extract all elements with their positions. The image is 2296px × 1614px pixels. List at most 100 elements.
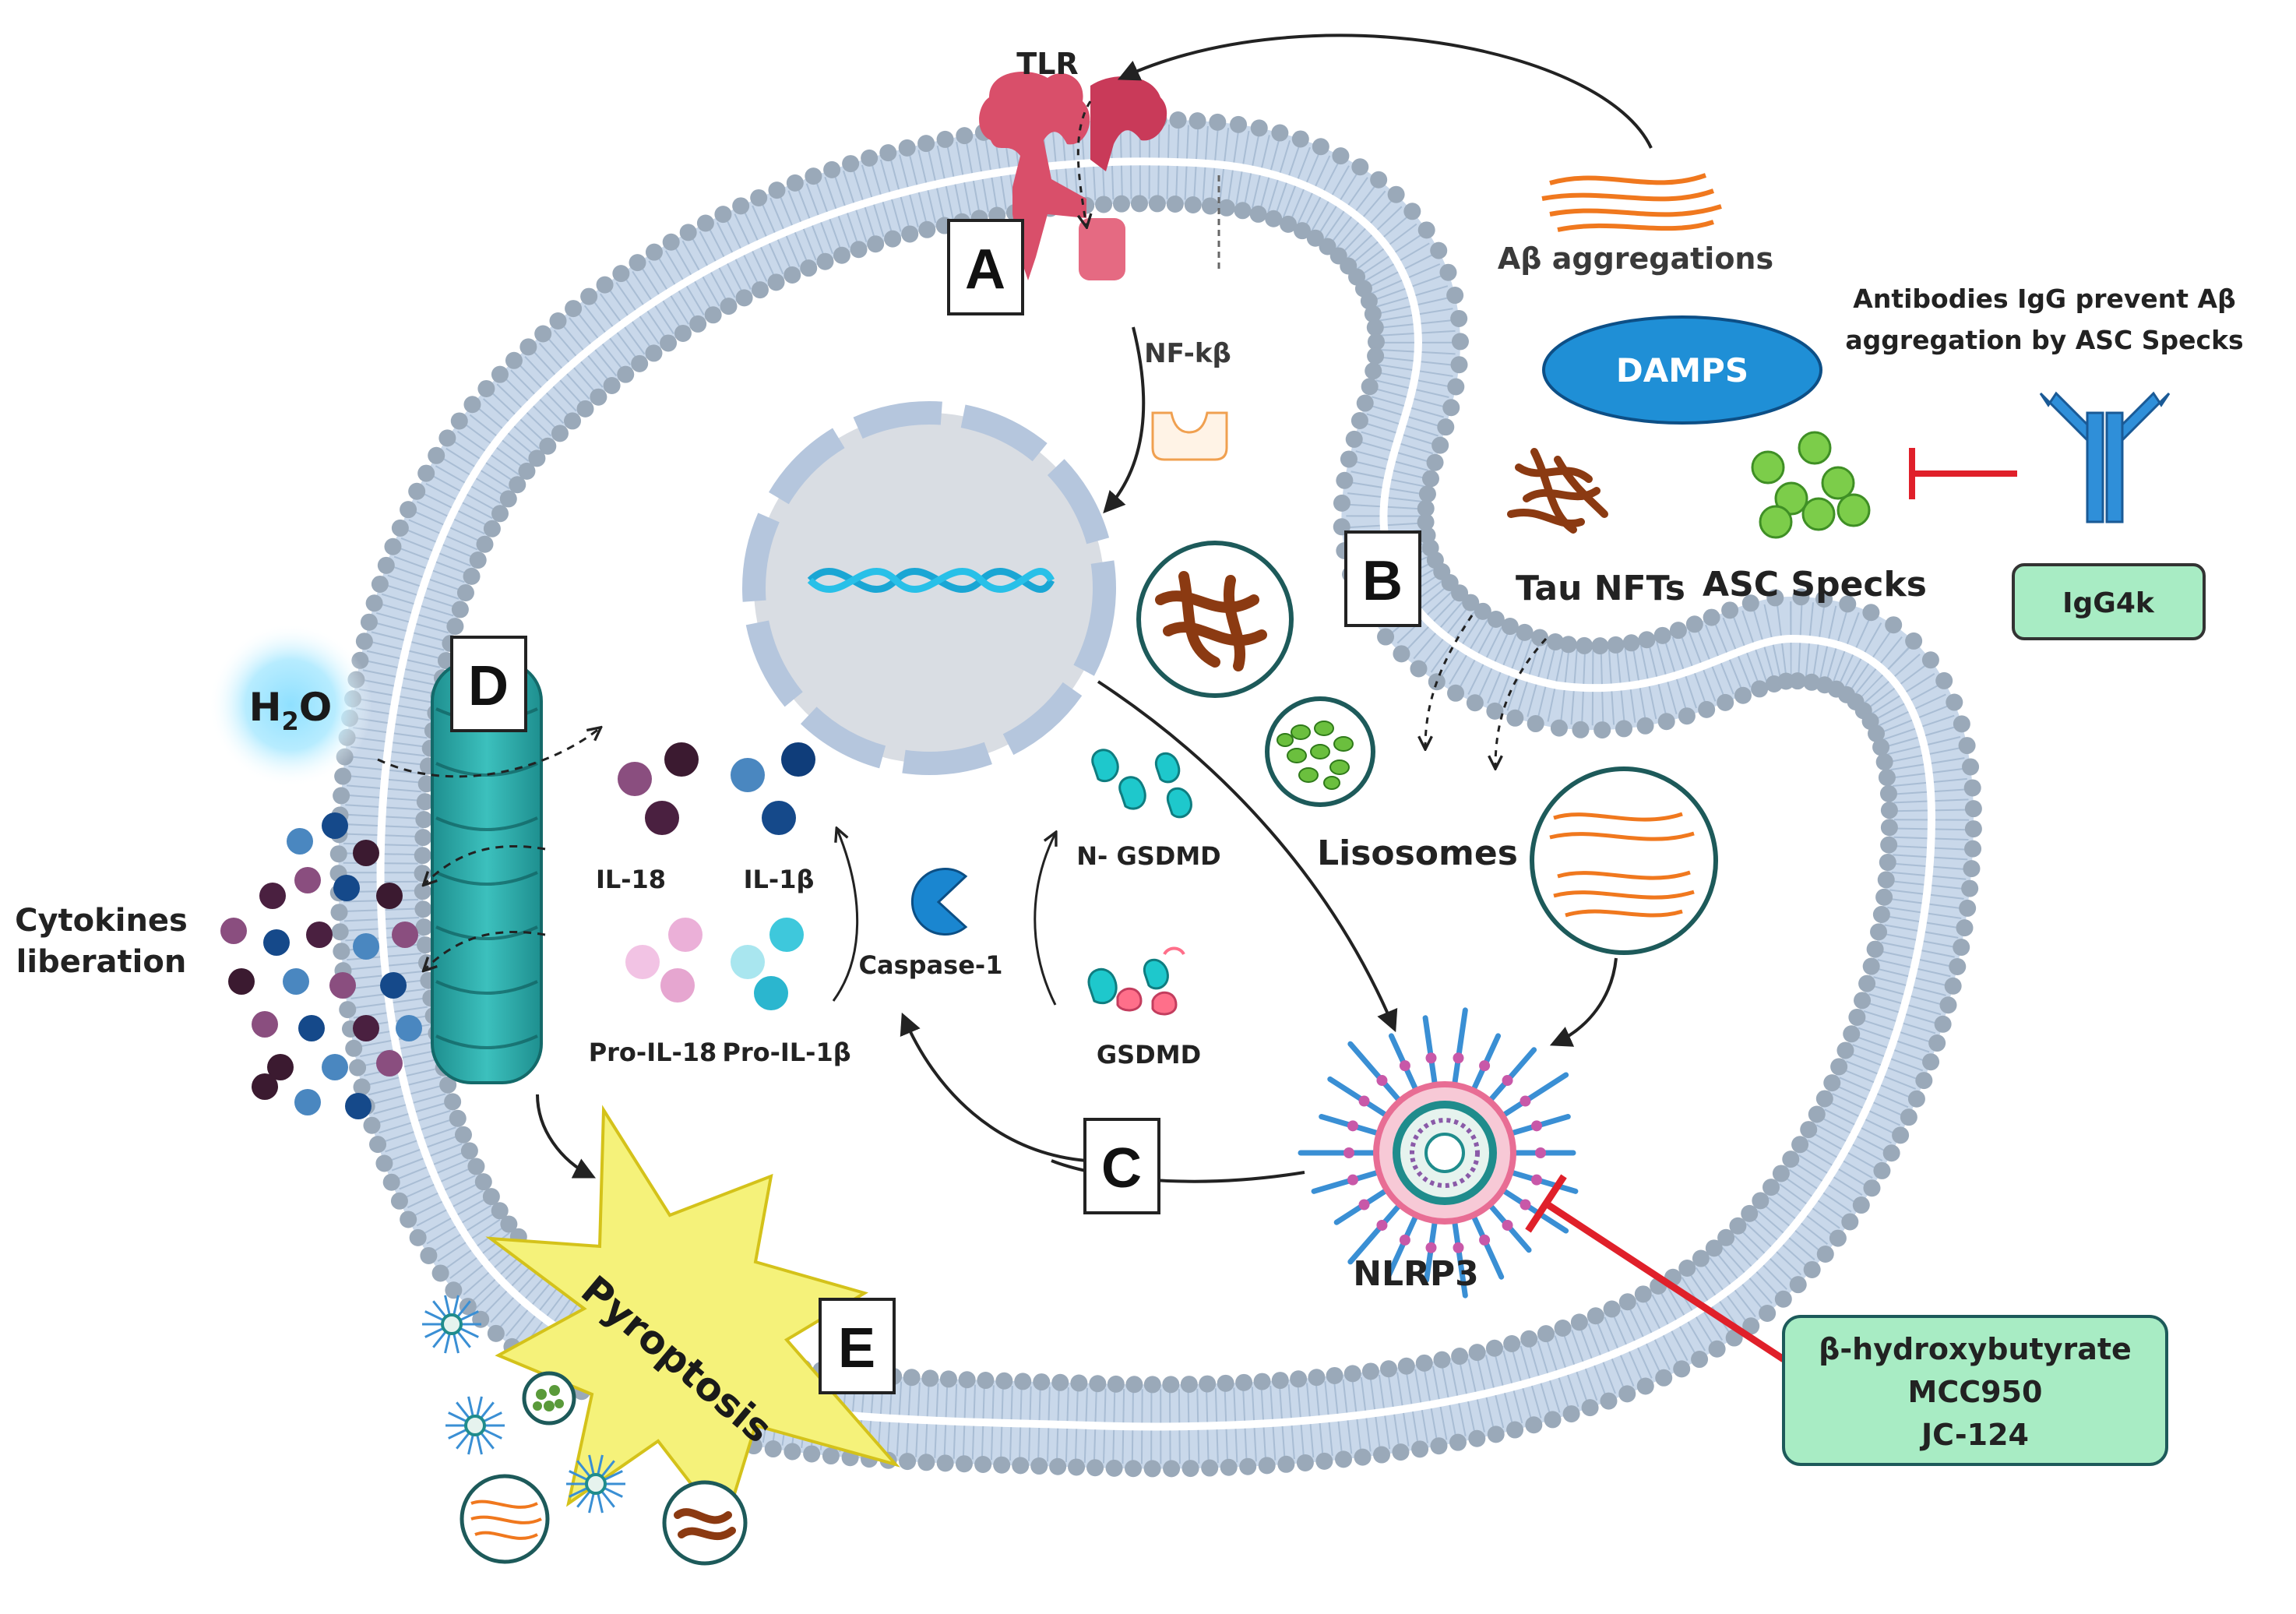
nlrp3-dot: [1425, 1242, 1437, 1253]
membrane-head: [720, 298, 738, 315]
membrane-head: [1803, 673, 1821, 691]
membrane-head: [1451, 333, 1469, 351]
svg-text:A: A: [965, 238, 1005, 301]
membrane-head: [1163, 1460, 1181, 1478]
nlrp3-dot: [1520, 1199, 1531, 1210]
membrane-head: [1437, 418, 1455, 436]
cytokine-efflux-arrow-2: [424, 930, 546, 970]
membrane-head: [1217, 1374, 1234, 1392]
membrane-head: [764, 1440, 782, 1458]
membrane-head: [939, 1370, 957, 1388]
debris-core: [441, 1313, 463, 1335]
svg-text:D: D: [468, 655, 509, 717]
membrane-head: [1340, 450, 1358, 468]
membrane-head: [1823, 1074, 1841, 1092]
membrane-head: [1527, 715, 1544, 733]
debris-spike: [467, 1433, 475, 1455]
membrane-head: [1607, 636, 1625, 654]
membrane-head: [977, 1372, 995, 1390]
membrane-head: [1653, 626, 1671, 644]
membrane-head: [1370, 171, 1388, 189]
membrane-head: [1762, 1179, 1780, 1196]
membrane-head: [1669, 622, 1687, 640]
membrane-head: [1105, 1459, 1123, 1477]
membrane-head: [1367, 347, 1385, 365]
membrane-head: [1377, 628, 1395, 646]
membrane-head: [1875, 753, 1893, 771]
membrane-head: [1487, 1425, 1505, 1443]
membrane-head: [1734, 686, 1752, 704]
cytokine-molecule: [263, 929, 290, 956]
debris-spike: [600, 1460, 615, 1479]
membrane-head: [1112, 195, 1130, 213]
membrane-head: [1618, 1385, 1636, 1403]
pro-il1b-label: Pro-IL-1β: [722, 1038, 850, 1067]
nucleus-to-nlrp3-arrow: [1097, 680, 1398, 1033]
membrane-head: [901, 225, 919, 243]
membrane-head: [1816, 1246, 1834, 1263]
membrane-head: [463, 396, 481, 414]
nlrp3-dot: [1376, 1075, 1388, 1087]
membrane-head: [1230, 115, 1248, 133]
debris-spike: [452, 1295, 460, 1317]
membrane-head: [645, 243, 663, 261]
membrane-head: [400, 1210, 417, 1228]
membrane-head: [1751, 680, 1769, 698]
membrane-head: [1271, 124, 1289, 142]
membrane-head: [1451, 1348, 1469, 1366]
membrane-head: [1181, 1460, 1199, 1478]
membrane-head: [1351, 158, 1369, 176]
membrane-head: [417, 936, 435, 954]
membrane-head: [377, 556, 395, 574]
membrane-head: [414, 829, 432, 847]
membrane-head: [1815, 1090, 1833, 1108]
membrane-head: [1468, 1429, 1486, 1447]
membrane-head: [1939, 996, 1957, 1014]
membrane-head: [1372, 1446, 1390, 1464]
membrane-head: [1708, 1340, 1726, 1358]
membrane-head: [1354, 1448, 1372, 1466]
il1b-label: IL-1β: [744, 865, 815, 894]
membrane-head: [1049, 1457, 1067, 1475]
membrane-head: [1868, 724, 1886, 742]
membrane-head: [1466, 694, 1484, 712]
svg-text:B: B: [1362, 550, 1403, 612]
cytokine-molecule: [298, 1015, 325, 1041]
membrane-head: [1963, 779, 1981, 797]
h2o-glow: [209, 623, 372, 787]
debris-spike: [458, 1310, 479, 1323]
membrane-head: [491, 1202, 509, 1220]
membrane-head: [1451, 584, 1469, 602]
membrane-head: [564, 412, 582, 430]
membrane-head: [505, 351, 523, 369]
membrane-head: [444, 1093, 462, 1111]
membrane-head: [1961, 879, 1979, 897]
debris-core: [464, 1415, 486, 1436]
membrane-head: [1086, 1459, 1104, 1477]
membrane-head: [1554, 1319, 1572, 1337]
nlrp3-spike: [1499, 1187, 1569, 1234]
membrane-head: [369, 1136, 387, 1154]
inhibitor-bar: [1525, 1174, 1567, 1233]
membrane-head: [1921, 651, 1939, 669]
membrane-head: [1415, 1354, 1433, 1372]
membrane-head: [645, 344, 663, 362]
membrane-head: [1431, 436, 1449, 454]
membrane-head: [1294, 222, 1312, 240]
membrane-head: [1450, 309, 1468, 327]
debris-spike: [602, 1485, 623, 1498]
membrane-head: [454, 1126, 472, 1144]
cytokine-molecule: [259, 883, 286, 909]
membrane-head: [679, 224, 697, 241]
membrane-head: [1866, 940, 1884, 958]
membrane-head: [1393, 645, 1410, 663]
debris-spike: [576, 1489, 592, 1508]
debris-spike: [481, 1427, 502, 1440]
membrane-head: [1772, 1165, 1790, 1182]
membrane-head: [445, 1281, 463, 1299]
membrane-head: [1878, 769, 1896, 787]
cytokines-line1: Cytokines: [15, 903, 188, 939]
membrane-head: [1501, 618, 1519, 636]
nlrp3-dot: [1531, 1120, 1543, 1132]
